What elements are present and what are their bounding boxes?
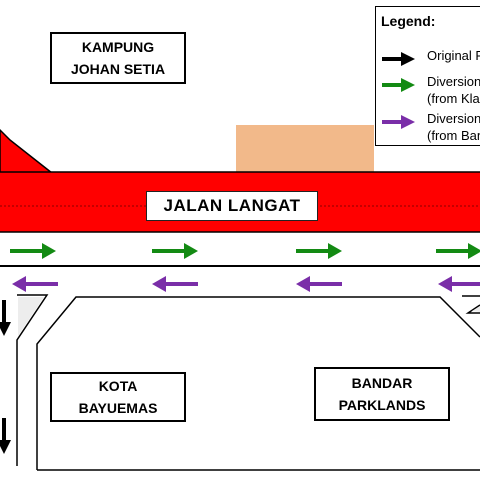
legend-diversion-bandar: Diversion (from Ban xyxy=(381,110,480,143)
legend-diversion-klang: Diversion (from Klan xyxy=(381,73,480,106)
purple-diversion-arrow xyxy=(296,276,342,292)
left-lot-outline xyxy=(16,294,49,466)
legend-original-route: Original R xyxy=(381,47,480,79)
black-original-arrow xyxy=(0,418,11,454)
left-lot-fill xyxy=(18,297,44,336)
lower-lot-outline xyxy=(36,296,480,470)
purple-diversion-arrow xyxy=(12,276,58,292)
black-arrow-icon xyxy=(382,52,415,66)
green-arrow-icon xyxy=(382,78,415,92)
black-original-arrow xyxy=(0,300,11,336)
purple-diversion-arrow xyxy=(152,276,198,292)
green-diversion-arrow xyxy=(436,243,480,259)
label-bandar-parklands: BANDAR PARKLANDS xyxy=(314,367,450,421)
legend-box: Legend: Original R Diversion (from Klan xyxy=(375,6,480,146)
legend-original-label: Original R xyxy=(427,48,480,63)
label-kota-bayuemas: KOTA BAYUEMAS xyxy=(50,372,186,422)
purple-arrow-icon xyxy=(382,115,415,129)
green-diversion-arrow xyxy=(296,243,342,259)
green-diversion-arrow xyxy=(152,243,198,259)
legend-title: Legend: xyxy=(381,13,436,29)
road-label-jalan-langat: JALAN LANGAT xyxy=(146,191,318,221)
label-kampung-johan-setia: KAMPUNG JOHAN SETIA xyxy=(50,32,186,84)
right-lot-fill xyxy=(472,306,480,312)
purple-diversion-arrow xyxy=(438,276,480,292)
green-diversion-arrow xyxy=(10,243,56,259)
building-block xyxy=(236,125,374,172)
right-lot-outline xyxy=(465,304,480,314)
